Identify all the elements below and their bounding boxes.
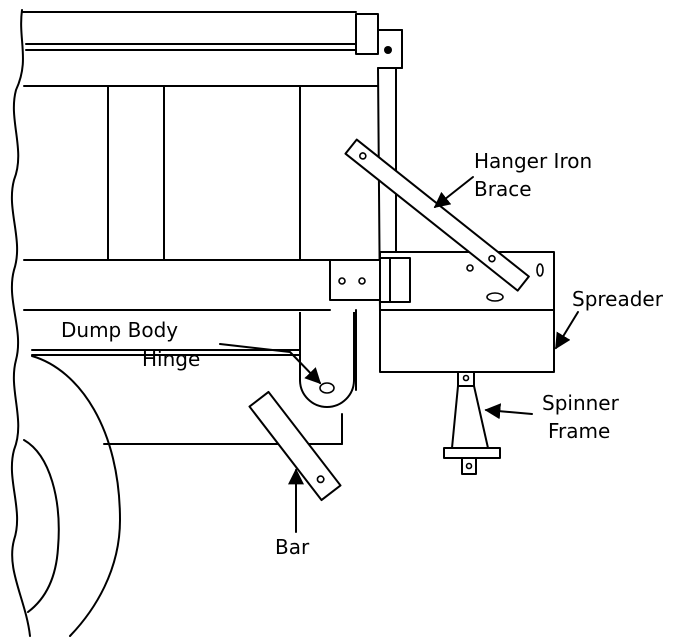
mount-bracket (329, 257, 411, 303)
label-spinner-line2: Frame (548, 419, 610, 443)
label-spinner-line1: Spinner (542, 391, 620, 415)
torn-edge (10, 9, 31, 637)
leader-spinner-frame (484, 403, 533, 420)
label-spreader: Spreader (572, 287, 664, 311)
leader-hanger-iron-brace (433, 176, 474, 208)
tire (23, 355, 121, 637)
hinge-pin (319, 382, 335, 394)
label-dump-body-line1: Dump Body (61, 318, 178, 342)
label-hanger-iron-line1: Hanger Iron (474, 149, 592, 173)
bar-piece (248, 390, 342, 502)
label-dump-body-line2: Hinge (142, 347, 200, 371)
leader-spreader (555, 311, 579, 350)
leader-dump-body-hinge (219, 343, 322, 385)
label-bar: Bar (275, 535, 310, 559)
label-hanger-iron-line2: Brace (474, 177, 532, 201)
hanger-iron-brace (344, 138, 530, 292)
spinner-frame (443, 371, 501, 475)
